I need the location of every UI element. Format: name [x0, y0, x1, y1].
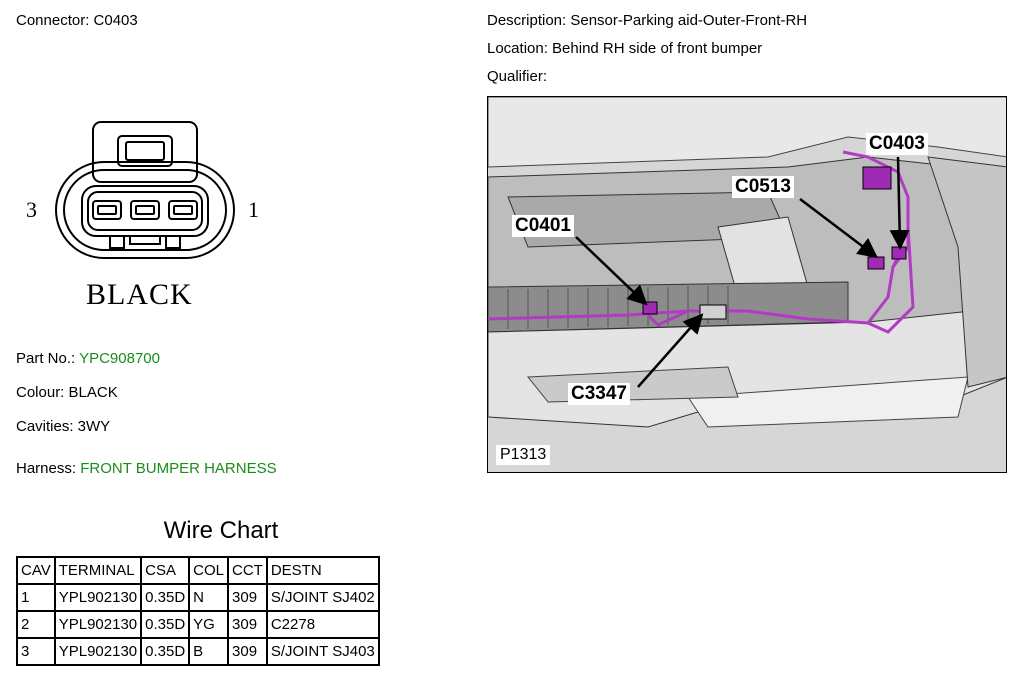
connector-label: Connector: C0403 [16, 12, 138, 29]
location-illustration: C0403 C0513 C0401 C3347 P1313 [487, 96, 1007, 473]
cell-cav: 2 [16, 610, 56, 639]
colour-line: Colour: BLACK [16, 384, 118, 401]
column-header: DESTN [265, 556, 380, 585]
harness-label: Harness: [16, 460, 77, 477]
connector-face-drawing [55, 121, 235, 259]
callout-c0401: C0401 [512, 215, 574, 237]
cell-terminal: YPL902130 [53, 610, 143, 639]
table-row: 3 YPL902130 0.35D B 309 S/JOINT SJ403 [16, 637, 380, 666]
wire-chart-title: Wire Chart [163, 517, 279, 544]
cell-col: YG [188, 610, 230, 639]
cell-cav: 1 [16, 583, 56, 612]
cell-cct: 309 [227, 610, 268, 639]
callout-c3347: C3347 [568, 383, 630, 405]
cell-col: N [188, 583, 230, 612]
connector-colour-name: BLACK [86, 278, 193, 311]
harness-link[interactable]: FRONT BUMPER HARNESS [80, 460, 277, 477]
part-number: Part No.: YPC908700 [16, 350, 160, 367]
cell-csa: 0.35D [140, 610, 191, 639]
cell-terminal: YPL902130 [53, 583, 143, 612]
figure-id-label: P1313 [496, 445, 551, 465]
part-number-label: Part No.: [16, 350, 76, 367]
cell-terminal: YPL902130 [53, 637, 143, 666]
column-header: COL [188, 556, 230, 585]
table-row: 1 YPL902130 0.35D N 309 S/JOINT SJ402 [16, 583, 380, 612]
qualifier-line: Qualifier: [487, 68, 548, 85]
bumper-drawing [488, 97, 1006, 472]
column-header: TERMINAL [53, 556, 143, 585]
location-line: Location: Behind RH side of front bumper [487, 40, 763, 57]
part-number-link[interactable]: YPC908700 [79, 350, 160, 367]
callout-c0513: C0513 [732, 176, 794, 198]
cell-destn: S/JOINT SJ402 [265, 583, 380, 612]
cell-cct: 309 [227, 637, 268, 666]
cell-destn: S/JOINT SJ403 [265, 637, 380, 666]
pin-number-left: 3 [26, 197, 37, 222]
callout-c0403: C0403 [866, 133, 928, 155]
description-line: Description: Sensor-Parking aid-Outer-Fr… [487, 12, 808, 29]
table-header-row: CAV TERMINAL CSA COL CCT DESTN [16, 556, 380, 585]
cell-col: B [188, 637, 230, 666]
pin-number-right: 1 [248, 197, 259, 222]
cell-cav: 3 [16, 637, 56, 666]
table-row: 2 YPL902130 0.35D YG 309 C2278 [16, 610, 380, 639]
cell-csa: 0.35D [140, 583, 191, 612]
column-header: CSA [140, 556, 191, 585]
wire-chart-table: CAV TERMINAL CSA COL CCT DESTN 1 YPL9021… [16, 556, 380, 666]
cavities-line: Cavities: 3WY [16, 418, 111, 435]
cell-csa: 0.35D [140, 637, 191, 666]
harness-line: Harness: FRONT BUMPER HARNESS [16, 460, 277, 477]
cell-cct: 309 [227, 583, 268, 612]
column-header: CAV [16, 556, 56, 585]
cell-destn: C2278 [265, 610, 380, 639]
column-header: CCT [227, 556, 268, 585]
